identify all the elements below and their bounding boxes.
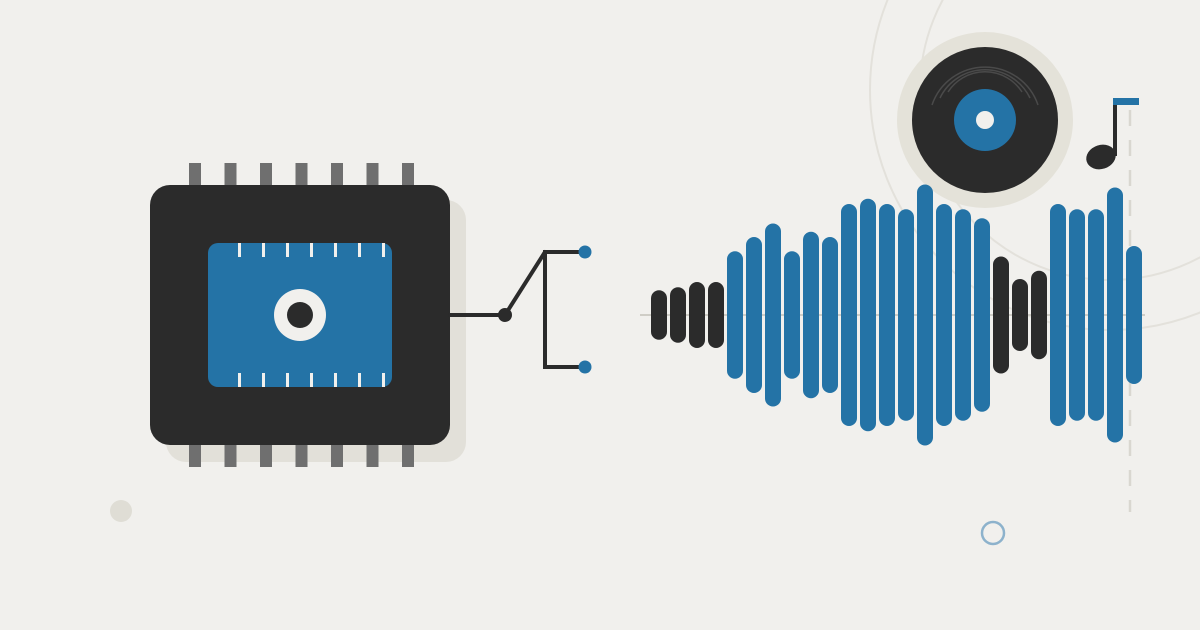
chip-core-tick-bottom: [382, 373, 385, 387]
waveform-bar: [955, 209, 971, 421]
waveform-bar: [1012, 279, 1028, 351]
chip-core-tick-bottom: [286, 373, 289, 387]
music-note-icon: [1086, 98, 1139, 170]
waveform-bar: [670, 287, 686, 343]
switch-lever: [503, 250, 547, 317]
waveform-bar: [879, 204, 895, 426]
waveform-bar: [727, 251, 743, 379]
chip-core-tick-top: [310, 243, 313, 257]
waveform-bar: [917, 184, 933, 446]
chip-core-tick-bottom: [262, 373, 265, 387]
chip-pin-top: [402, 163, 414, 185]
waveform-bar: [841, 204, 857, 426]
switch-icon: [448, 245, 592, 374]
chip-pin-bottom: [402, 445, 414, 467]
switch-terminal-bottom: [578, 360, 592, 374]
chip-pin-top: [366, 163, 379, 185]
switch-pivot: [498, 308, 512, 322]
note-head: [1086, 144, 1116, 170]
chip-pins-top: [189, 163, 414, 185]
waveform-bar: [708, 282, 724, 348]
chip-pin-top: [224, 163, 237, 185]
waveform-bar: [974, 218, 990, 412]
waveform-bar: [746, 237, 762, 393]
waveform-bar: [993, 256, 1009, 374]
waveform-bar: [803, 231, 819, 399]
vinyl-record-icon: [897, 32, 1073, 208]
note-flag: [1113, 98, 1139, 105]
chip-pin-bottom: [366, 445, 379, 467]
chip-core-tick-top: [358, 243, 361, 257]
decor-dot: [110, 500, 132, 522]
record-hole: [976, 111, 994, 129]
chip-core-dot: [287, 302, 313, 328]
record-groove-2: [939, 69, 1031, 99]
chip-pin-bottom: [331, 445, 343, 467]
waveform-bars: [651, 184, 1142, 446]
switch-terminal-top: [578, 245, 592, 259]
waveform-bar: [898, 209, 914, 421]
chip-pin-bottom: [224, 445, 237, 467]
waveform-bar: [1107, 187, 1123, 443]
audio-waveform-icon: [640, 184, 1145, 446]
chip-pin-top: [189, 163, 201, 185]
chip-pin-bottom: [189, 445, 201, 467]
chip-core-tick-bottom: [358, 373, 361, 387]
chip-pin-top: [260, 163, 272, 185]
waveform-bar: [765, 223, 781, 407]
chip-core-ticks: [238, 243, 385, 387]
chip-pins-bottom: [189, 445, 414, 467]
chip-core-tick-top: [238, 243, 241, 257]
record-groove-3: [947, 71, 1023, 93]
decor-ring: [980, 520, 1006, 546]
waveform-bar: [1126, 246, 1142, 384]
chip-core-tick-top: [286, 243, 289, 257]
chip-core-tick-bottom: [310, 373, 313, 387]
waveform-bar: [1088, 209, 1104, 421]
waveform-bar: [1031, 270, 1047, 360]
waveform-bar: [689, 282, 705, 348]
waveform-bar: [1050, 204, 1066, 426]
chip-core-tick-bottom: [238, 373, 241, 387]
chip-pin-top: [331, 163, 343, 185]
chip-core-tick-top: [382, 243, 385, 257]
waveform-bar: [651, 290, 667, 340]
waveform-bar: [860, 198, 876, 432]
chip-core-tick-top: [334, 243, 337, 257]
waveform-bar: [1069, 209, 1085, 421]
chip-pin-bottom: [260, 445, 272, 467]
microchip-icon: [150, 163, 466, 467]
waveform-bar: [936, 204, 952, 426]
switch-bracket: [543, 250, 587, 369]
chip-pin-top: [295, 163, 308, 185]
waveform-bar: [822, 237, 838, 393]
chip-core-tick-top: [262, 243, 265, 257]
chip-core-tick-bottom: [334, 373, 337, 387]
waveform-bar: [784, 251, 800, 379]
record-groove-1: [931, 66, 1039, 106]
chip-pin-bottom: [295, 445, 308, 467]
